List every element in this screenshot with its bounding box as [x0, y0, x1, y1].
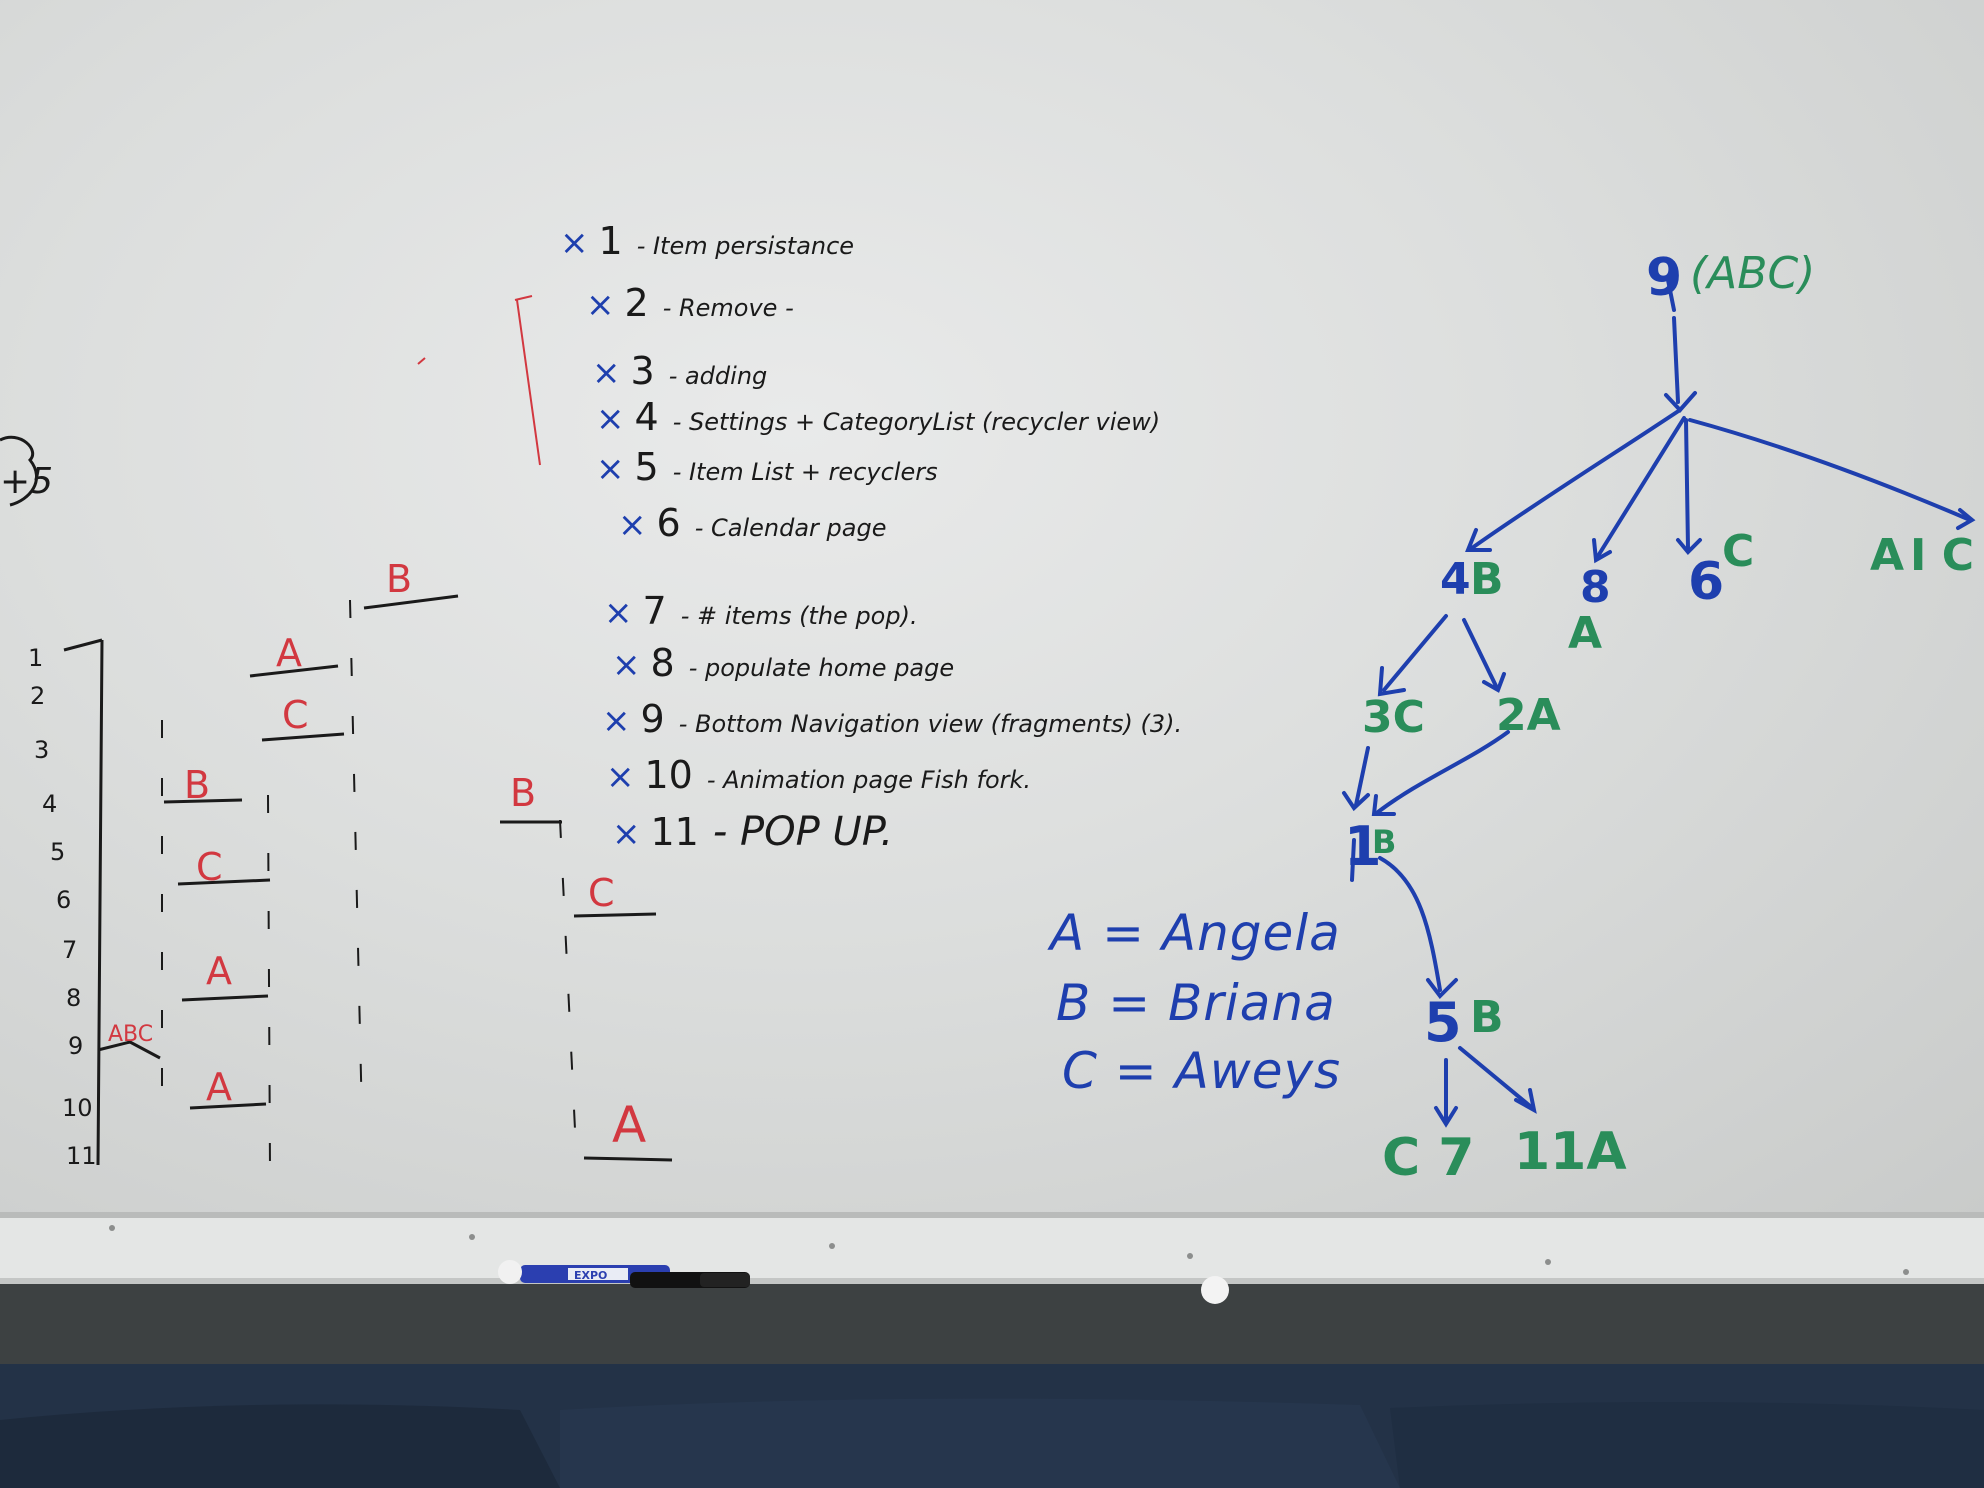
timeline-row: 10: [62, 1094, 93, 1122]
check-x-icon: ×: [612, 645, 641, 685]
check-x-icon: ×: [592, 353, 621, 393]
tree-node-1-letter: B: [1372, 823, 1397, 861]
tree-node-4: 4: [1440, 554, 1471, 605]
timeline-letter: B: [510, 771, 537, 815]
tree-node-10-letter-a: A: [1870, 530, 1905, 581]
todo-item-10: ×10 - Animation page Fish fork.: [606, 756, 1031, 794]
timeline-letter: A: [276, 631, 302, 675]
tree-node-5: 5: [1424, 991, 1462, 1054]
todo-number: 9: [640, 697, 665, 741]
check-x-icon: ×: [618, 505, 647, 545]
timeline-row: 4: [42, 790, 58, 818]
timeline-letter: B: [184, 763, 211, 807]
tree-node-6-letter: C: [1722, 526, 1755, 577]
timeline-row: 5: [50, 838, 66, 866]
todo-text: - Calendar page: [694, 514, 887, 542]
check-x-icon: ×: [612, 814, 641, 854]
todo-text: - Remove -: [662, 294, 794, 322]
timeline-row: 7: [62, 936, 78, 964]
timeline-row: 2: [30, 682, 46, 710]
timeline-row: 1: [28, 644, 44, 672]
timeline-row: 6: [56, 886, 72, 914]
timeline-letter: A: [612, 1096, 647, 1154]
todo-number: 10: [644, 753, 693, 797]
todo-number: 3: [630, 349, 655, 393]
todo-item-4: ×4 - Settings + CategoryList (recycler vi…: [596, 398, 1160, 436]
wall-shadow: [0, 1284, 1984, 1364]
todo-text: - Settings + CategoryList (recycler view…: [672, 408, 1161, 436]
todo-text: - # items (the pop).: [680, 602, 918, 630]
tree-node-7: C 7: [1382, 1128, 1475, 1188]
timeline-row: 8: [66, 984, 82, 1012]
tree-node-2: 2A: [1496, 690, 1561, 741]
tree-node-8-letter: A: [1568, 608, 1603, 659]
todo-item-11: ×11 - POP UP.: [612, 812, 893, 852]
todo-item-8: ×8 - populate home page: [612, 644, 954, 682]
check-x-icon: ×: [596, 449, 625, 489]
tree-node-1: 1: [1344, 815, 1382, 878]
timeline-underlines: [163, 594, 673, 1162]
todo-text: - populate home page: [688, 654, 955, 682]
todo-item-3: ×3 - adding: [592, 352, 767, 390]
todo-number: 1: [598, 219, 623, 263]
todo-item-2: ×2 - Remove -: [586, 284, 794, 322]
todo-text: - Item persistance: [636, 232, 855, 260]
todo-item-7: ×7 - # items (the pop).: [604, 592, 918, 630]
check-x-icon: ×: [604, 593, 633, 633]
timeline-letter: C: [196, 845, 223, 889]
check-x-icon: ×: [606, 757, 635, 797]
tree-node-3: 3C: [1362, 692, 1425, 743]
todo-text: - adding: [668, 362, 768, 390]
timeline-letter: B: [386, 557, 413, 601]
todo-text: - Animation page Fish fork.: [706, 766, 1032, 794]
timeline-row: 11: [66, 1142, 97, 1170]
todo-number: 4: [634, 395, 659, 439]
timeline-letter: A: [206, 1065, 232, 1109]
tree-edges: [1342, 278, 1976, 1128]
todo-item-1: ×1 - Item persistance: [560, 222, 854, 260]
timeline-letter: A: [206, 949, 232, 993]
tree-node-6: 6: [1688, 552, 1725, 612]
tree-node-10-rest: I C: [1910, 530, 1974, 581]
marker-pens: [498, 1260, 1229, 1304]
todo-item-6: ×6 - Calendar page: [618, 504, 886, 542]
check-x-icon: ×: [596, 399, 625, 439]
timeline-abc-label: ABC: [108, 1022, 154, 1047]
marker-label: EXPO: [574, 1269, 608, 1282]
legend-a: A = Angela: [1050, 904, 1341, 962]
todo-text: - Item List + recyclers: [672, 458, 938, 486]
tree-node-5-letter: B: [1470, 992, 1504, 1043]
timeline-letter: C: [588, 871, 615, 915]
timeline-letter: C: [282, 693, 309, 737]
timeline-row: 9: [68, 1032, 84, 1060]
todo-number: 2: [624, 281, 649, 325]
legend-c: C = Aweys: [1062, 1042, 1342, 1100]
margin-text: +5: [0, 461, 54, 502]
marker-tray: [0, 1212, 1984, 1282]
whiteboard-surface: [0, 0, 1984, 1215]
tree-root-number: 9: [1646, 248, 1683, 308]
legend-b: B = Briana: [1056, 974, 1336, 1032]
todo-number: 6: [656, 501, 681, 545]
timeline-lines: [63, 638, 161, 1166]
todo-number: 11: [650, 810, 699, 854]
check-x-icon: ×: [586, 285, 615, 325]
todo-item-5: ×5 - Item List + recyclers: [596, 448, 938, 486]
todo-number: 8: [650, 641, 675, 685]
timeline-row: 3: [34, 736, 50, 764]
todo-text: - Bottom Navigation view (fragments) (3)…: [678, 710, 1183, 738]
tree-node-8: 8: [1580, 562, 1611, 613]
todo-text: - POP UP.: [712, 809, 894, 855]
todo-item-9: ×9 - Bottom Navigation view (fragments) (…: [602, 700, 1182, 738]
check-x-icon: ×: [560, 223, 589, 263]
todo-number: 7: [642, 589, 667, 633]
tree-root-label: (ABC): [1690, 248, 1816, 299]
tree-node-11: 11A: [1514, 1122, 1627, 1182]
tree-node-4-letter: B: [1470, 554, 1504, 605]
todo-number: 5: [634, 445, 659, 489]
check-x-icon: ×: [602, 701, 631, 741]
